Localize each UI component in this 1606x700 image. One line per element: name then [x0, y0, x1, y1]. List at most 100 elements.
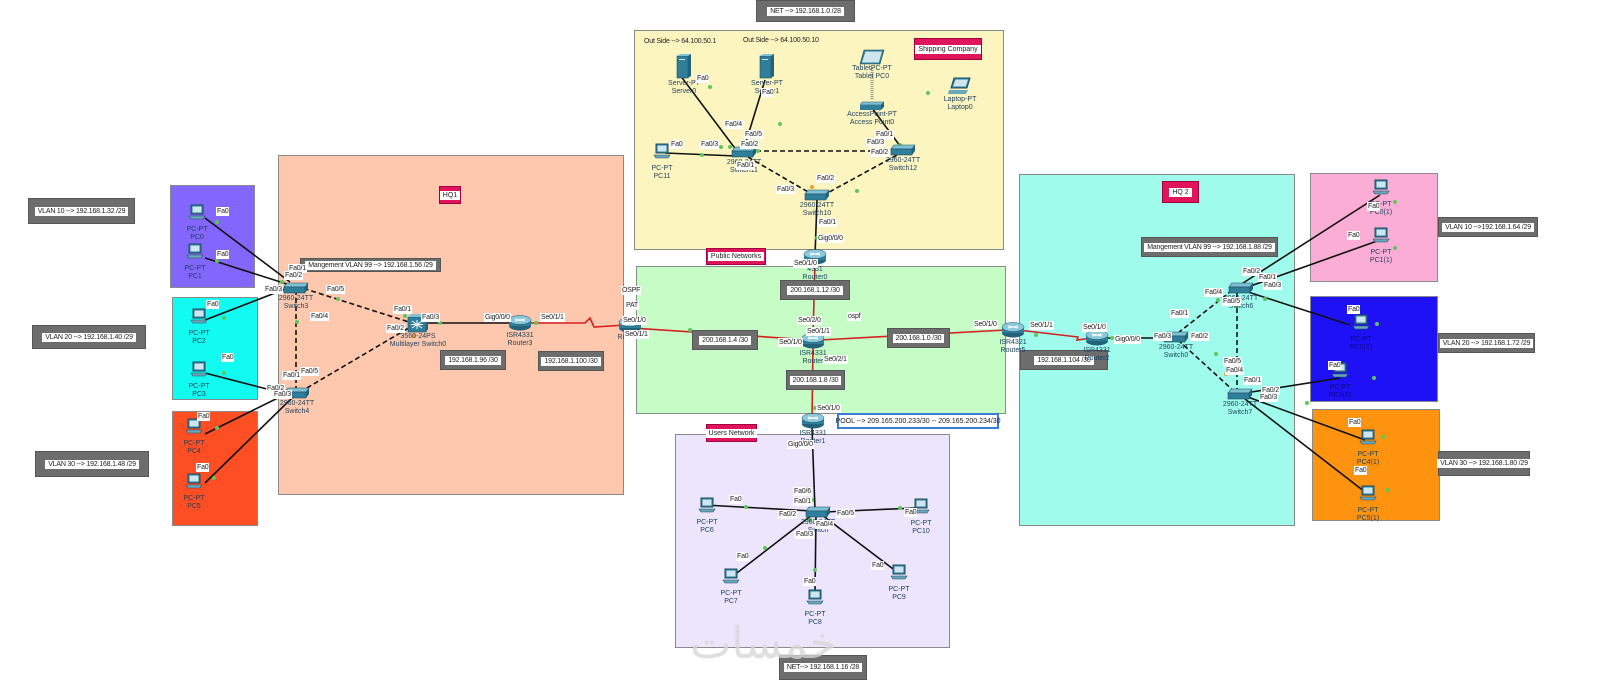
switch-icon[interactable] [1227, 387, 1253, 405]
port-label-fa0: Fa0 [803, 577, 817, 586]
port-label-fa03: Fa0/3 [776, 185, 795, 194]
port-label-gig000: Gig0/0/0 [1114, 335, 1141, 344]
zone-users-network [675, 434, 950, 648]
port-label-fa05: Fa0/5 [1223, 357, 1242, 366]
router-icon[interactable] [508, 315, 532, 336]
router-icon[interactable] [801, 413, 825, 434]
device-name: PC3(1) [1328, 392, 1352, 399]
label-ospf-router4: OSPF [621, 286, 642, 295]
pc-icon[interactable] [1359, 485, 1377, 506]
router-icon[interactable] [1085, 330, 1109, 351]
port-label-fa02: Fa0/2 [816, 174, 835, 183]
pc-icon[interactable] [722, 568, 740, 589]
ap-icon[interactable] [859, 98, 885, 116]
pc-icon[interactable] [190, 361, 208, 382]
pc-icon[interactable] [185, 418, 203, 439]
port-label-se010: Se0/1/0 [816, 404, 841, 413]
link-switch0-switch6 [1177, 287, 1236, 334]
port-label-fa0: Fa0 [206, 300, 220, 309]
port-label-fa02: Fa0/2 [1261, 386, 1280, 395]
device-name: PC6 [700, 527, 714, 534]
switch-icon[interactable] [1228, 281, 1254, 299]
pc-icon[interactable] [806, 589, 824, 610]
device-type: ISR4331 [1083, 347, 1111, 354]
laptop-icon[interactable] [948, 77, 972, 100]
note-vlan10-right: VLAN 10 -->192.168.1.64 /29 [1438, 217, 1538, 237]
note-mgmt-hq1: Mangement VLAN 99 --> 192.168.1.56 /29 [300, 258, 441, 272]
link-switch3-mls0 [295, 285, 413, 324]
device-type: PC-PT [1350, 336, 1372, 343]
device-type: 2960-24TT [885, 157, 921, 164]
switch-icon[interactable] [283, 281, 309, 299]
device-name: Switch10 [802, 210, 832, 217]
tablet-icon[interactable] [859, 49, 885, 70]
device-name: PC9 [892, 594, 906, 601]
link-server0-switch11 [679, 74, 741, 156]
device-name: Router2 [1084, 355, 1110, 362]
note-vlan20-right: VLAN 20 --> 192.168.1.72 /29 [1438, 333, 1535, 353]
pc-icon[interactable] [1352, 314, 1370, 335]
switch-icon[interactable] [890, 143, 916, 161]
note-net-hq1-a: 192.168.1.96 /30 [440, 350, 506, 370]
port-label-fa03: Fa0/3 [1259, 393, 1278, 402]
device-name: Server0 [671, 88, 697, 95]
zone-vlan20-right [1310, 296, 1438, 402]
link-pc5_1-switch7 [1244, 398, 1366, 493]
port-label-fa03: Fa0/3 [866, 138, 885, 147]
device-name: Tablet PC0 [854, 73, 890, 80]
router-icon[interactable] [1001, 322, 1025, 343]
device-name: Router3 [507, 340, 533, 347]
pc-icon[interactable] [890, 564, 908, 585]
note-public-b: 200.168.1.4 /30 [692, 330, 758, 350]
pc-icon[interactable] [190, 308, 208, 329]
link-switch4-mls0 [299, 325, 413, 393]
port-label-fa03: Fa0/3 [795, 530, 814, 539]
device-type: 4331 [807, 266, 823, 273]
router-icon[interactable] [801, 333, 825, 354]
note-net-hq2: 192.168.1.104 /30 [1020, 350, 1108, 370]
port-label-gig000: Gig0/0/0 [787, 440, 814, 449]
pc-icon[interactable] [1372, 227, 1390, 248]
device-type: PC-PT [651, 165, 673, 172]
switch-icon[interactable] [805, 505, 831, 523]
note-mgmt-hq2: Mangement VLAN 99 --> 192.168.1.88 /29 [1141, 237, 1278, 257]
title-hq1: HQ1 [439, 186, 461, 204]
port-label-fa0: Fa0 [1354, 466, 1368, 475]
port-label-fa02: Fa0/2 [870, 148, 889, 157]
pc-icon[interactable] [1359, 429, 1377, 450]
link-pc0-switch3 [204, 217, 291, 283]
device-name: PC5(1) [1356, 515, 1380, 522]
switch-icon[interactable] [804, 188, 830, 206]
pc-icon[interactable] [186, 243, 204, 264]
device-name: PC3 [192, 391, 206, 398]
port-label-fa0: Fa0 [1348, 418, 1362, 427]
server-icon[interactable] [676, 53, 692, 84]
port-label-fa0: Fa0 [729, 495, 743, 504]
pc-icon[interactable] [188, 204, 206, 225]
port-label-fa01: Fa0/1 [393, 305, 412, 314]
pc-icon[interactable] [1372, 179, 1390, 200]
server-icon[interactable] [759, 53, 775, 84]
device-type: ISR4331 [799, 430, 827, 437]
note-public-c: 200.168.1.0 /30 [887, 328, 950, 348]
pc-icon[interactable] [653, 143, 671, 164]
port-label-fa0: Fa0 [196, 463, 210, 472]
device-type: Laptop-PT [943, 96, 977, 103]
pc-icon[interactable] [698, 497, 716, 518]
port-label-fa03: Fa0/3 [1263, 281, 1282, 290]
note-net-shipping: NET --> 192.168.1.0 /28 [756, 0, 855, 22]
device-type: Server-PT [751, 80, 783, 87]
port-label-fa04: Fa0/4 [724, 120, 743, 129]
port-label-fa05: Fa0/5 [744, 130, 763, 139]
pc-icon[interactable] [185, 473, 203, 494]
